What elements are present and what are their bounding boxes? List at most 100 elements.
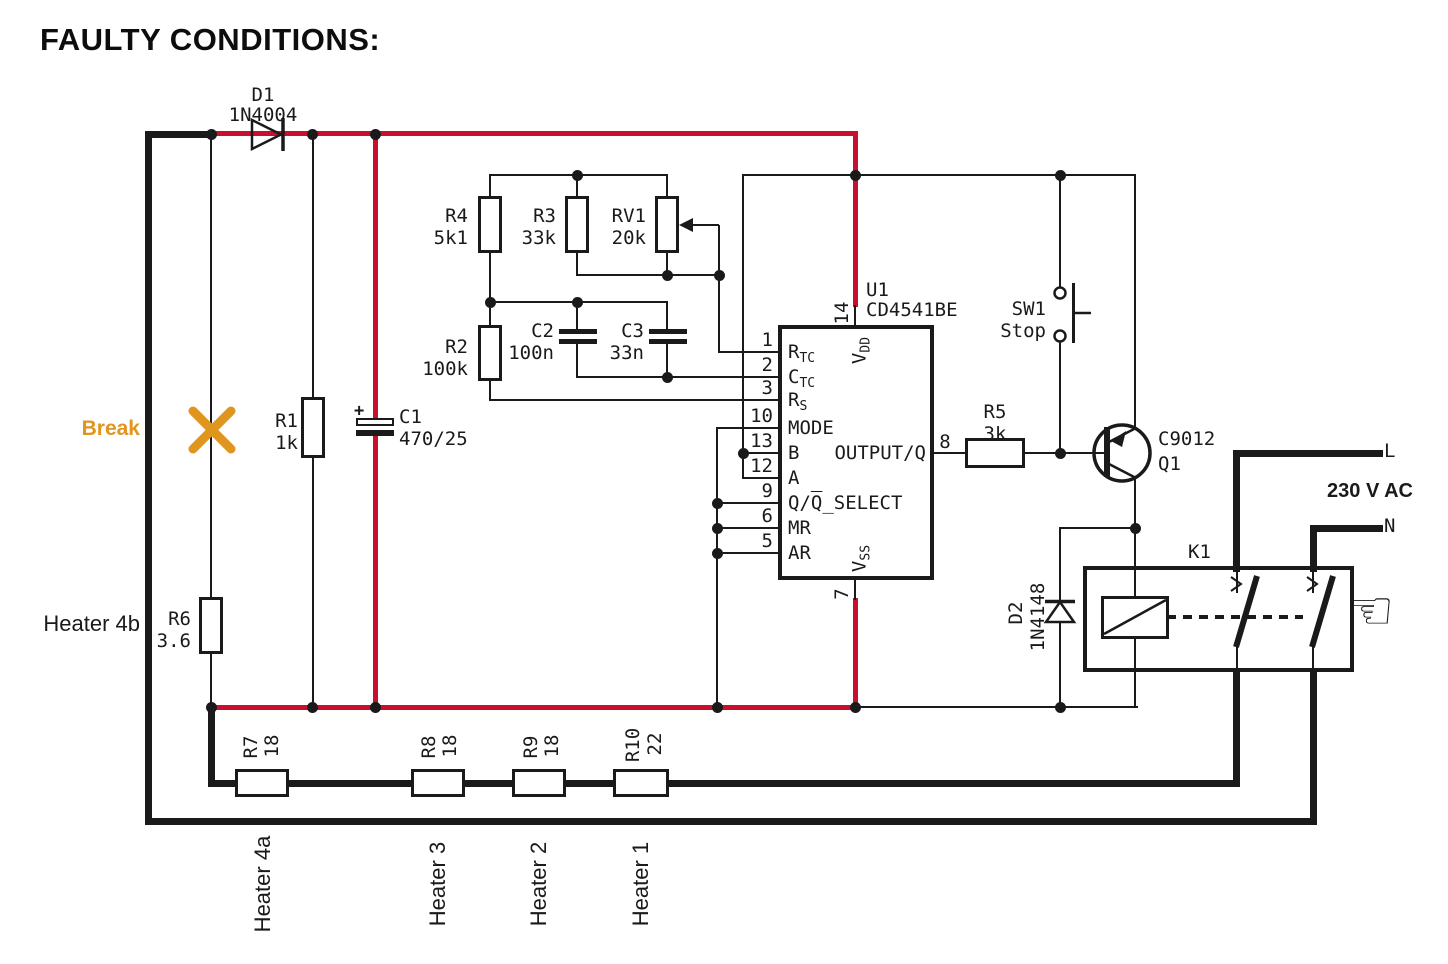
resistor-r10 — [613, 769, 669, 797]
pin-number-1: 1 — [761, 329, 773, 351]
wire — [716, 427, 780, 429]
d2-diode-symbol — [1043, 599, 1077, 624]
wire — [1134, 637, 1136, 707]
r2-value: 100k — [422, 358, 468, 380]
wire — [716, 552, 780, 554]
relay-contact-link — [1167, 615, 1303, 619]
resistor-r2 — [478, 325, 502, 381]
c3-ref: C3 — [621, 320, 644, 342]
resistor-r9 — [512, 769, 566, 797]
resistor-r6 — [199, 597, 223, 654]
wire — [742, 477, 780, 479]
pin-number-8: 8 — [939, 431, 951, 453]
d2-ref: D2 — [1005, 601, 1027, 625]
pin-number-5: 5 — [761, 530, 773, 552]
wire — [489, 379, 491, 400]
wire — [576, 175, 578, 199]
page-title: FAULTY CONDITIONS: — [40, 22, 381, 57]
capacitor-c2 — [559, 339, 597, 344]
line-terminal-label: L — [1384, 440, 1396, 462]
r4-ref: R4 — [445, 205, 468, 227]
r10-ref: R10 — [622, 727, 644, 763]
wire — [666, 344, 668, 377]
pin-number-7: 7 — [831, 588, 853, 600]
heater-4a-label: Heater 4a — [250, 835, 275, 933]
d2-value: 1N4148 — [1027, 582, 1049, 652]
rv1-value: 20k — [611, 227, 646, 249]
d1-value: 1N4004 — [228, 104, 298, 126]
pin-number-2: 2 — [761, 354, 773, 376]
junction-dot — [370, 129, 381, 140]
wire — [576, 344, 578, 377]
wire — [1059, 342, 1061, 453]
junction-dot — [1055, 448, 1066, 459]
pin-name-rs: RS — [788, 389, 808, 414]
wire — [1310, 668, 1317, 825]
r3-value: 33k — [521, 227, 556, 249]
q1-ref: Q1 — [1158, 453, 1181, 475]
wire — [489, 175, 491, 199]
k1-ref: K1 — [1188, 541, 1211, 563]
wire-red — [853, 598, 858, 710]
pin-number-6: 6 — [761, 505, 773, 527]
wire — [742, 174, 1136, 176]
c2-value: 100n — [508, 342, 554, 364]
r4-value: 5k1 — [433, 227, 468, 249]
r5-value: 3k — [983, 423, 1007, 445]
pin-name-mode: MODE — [788, 417, 834, 439]
junction-dot — [307, 702, 318, 713]
r8-ref: R8 — [418, 735, 440, 759]
heater-1-label: Heater 1 — [628, 841, 653, 927]
pin-number-13: 13 — [750, 430, 773, 452]
junction-dot — [307, 129, 318, 140]
wire — [932, 452, 967, 454]
wire — [489, 302, 491, 326]
wire — [666, 250, 668, 276]
wire — [854, 305, 856, 327]
junction-dot — [850, 170, 861, 181]
wire — [1134, 176, 1136, 429]
sw1-pushbutton-symbol — [1053, 283, 1091, 343]
wire — [681, 224, 719, 226]
pin-name-q-select: Q/Q_SELECT — [788, 492, 903, 514]
wire — [1236, 645, 1238, 670]
mains-voltage-label: 230 V AC — [1327, 480, 1413, 502]
wire — [1059, 621, 1061, 708]
wire — [716, 502, 780, 504]
capacitor-c2 — [559, 329, 597, 334]
break-label: Break — [81, 417, 140, 440]
junction-dot — [714, 270, 725, 281]
d1-ref: D1 — [251, 84, 275, 106]
junction-dot — [1055, 702, 1066, 713]
wire — [718, 351, 780, 353]
r9-value: 18 — [541, 734, 563, 758]
wire — [210, 134, 212, 601]
r3-ref: R3 — [533, 205, 556, 227]
junction-dot — [370, 702, 381, 713]
pin-name-output-q: OUTPUT/Q — [834, 442, 926, 464]
potentiometer-rv1 — [655, 196, 679, 253]
wire — [718, 225, 720, 353]
pin-number-9: 9 — [761, 480, 773, 502]
pin-name-rtc: RTC — [788, 341, 816, 366]
pin-number-3: 3 — [761, 377, 773, 399]
wire-red — [853, 131, 858, 307]
wire-red — [373, 434, 378, 708]
pin-name-vdd: VDD — [848, 336, 874, 365]
junction-dot — [712, 498, 723, 509]
r1-ref: R1 — [275, 410, 298, 432]
wire — [856, 706, 1138, 708]
resistor-r3 — [565, 196, 589, 253]
wire — [145, 818, 1317, 825]
pin-number-10: 10 — [750, 405, 773, 427]
junction-dot — [662, 270, 673, 281]
wire — [576, 274, 720, 276]
wire — [1134, 477, 1136, 598]
wire — [716, 428, 718, 707]
capacitor-c1-neg-plate — [356, 430, 394, 436]
rv1-ref: RV1 — [611, 205, 646, 227]
c1-value: 470/25 — [399, 428, 468, 450]
pin-number-12: 12 — [750, 455, 773, 477]
wire-red — [209, 705, 857, 710]
junction-dot — [1055, 170, 1066, 181]
